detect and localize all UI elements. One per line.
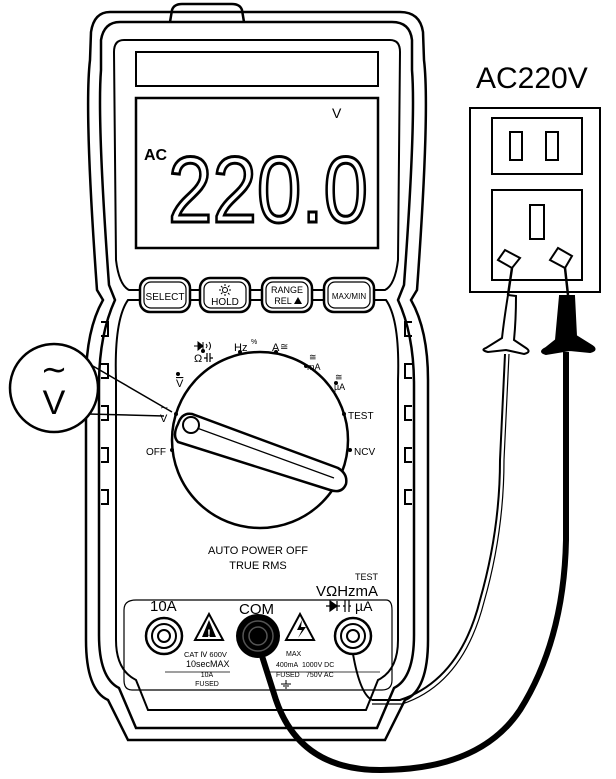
ua-acdc-icon: ≅ — [335, 373, 343, 383]
warning-icon: ! — [193, 611, 225, 641]
dial-label-off: OFF — [146, 447, 166, 458]
dial-label-vac: V — [160, 413, 168, 425]
dial-label-hz-percent: % — [251, 339, 257, 346]
dial-label-ncv: NCV — [354, 447, 375, 458]
max-750v-ac-label: 750V AC — [306, 672, 334, 679]
terminal-label-10a: 10A — [150, 598, 177, 615]
knob-indicator — [182, 416, 200, 434]
wall-outlet — [469, 107, 601, 293]
jack-vohm[interactable] — [333, 616, 373, 656]
fuse-10a-label: 10A — [201, 672, 214, 679]
select-button-label: SELECT — [146, 292, 185, 303]
lcd-reading: 220.0 — [168, 137, 368, 242]
high-voltage-icon — [284, 611, 316, 641]
lcd-mode-label: AC — [144, 147, 168, 164]
svg-text:!: ! — [207, 628, 211, 640]
delta-icon — [294, 297, 302, 304]
true-rms-label: TRUE RMS — [229, 560, 286, 572]
dial-label-hz: Hz — [234, 342, 247, 354]
backlight-icon — [219, 284, 231, 296]
fused-label-left: FUSED — [195, 681, 219, 688]
dial-knob[interactable] — [173, 412, 348, 493]
black-probe-lead — [259, 267, 596, 774]
source-label: AC220V — [476, 62, 588, 95]
dial-label-ua: µA — [334, 382, 345, 392]
button-row: SELECT HOLD RANGE REL MAX/MIN — [138, 276, 376, 314]
terminal-labels: 10A COM TEST VΩHzmA µA CAT Ⅳ 600V 10secM… — [150, 572, 380, 689]
terminal-label-com: COM — [239, 601, 274, 618]
dial-label-ohm: Ω — [194, 353, 202, 365]
fuse-400ma-label: 400mA — [276, 662, 299, 669]
hold-button-label: HOLD — [211, 297, 239, 308]
terminal-panel — [123, 599, 393, 691]
red-probe-lead — [352, 267, 530, 705]
max-label: MAX — [286, 651, 302, 658]
callout-tilde-icon: ~ — [41, 350, 68, 388]
max-min-button-label: MAX/MIN — [332, 292, 366, 301]
fused-label-right: FUSED — [276, 672, 300, 679]
vac-tilde-icon: ~ — [160, 403, 168, 414]
max-min-button[interactable]: MAX/MIN — [322, 276, 376, 314]
rel-button-label: REL — [274, 296, 292, 306]
auto-power-off-label: AUTO POWER OFF — [208, 545, 308, 557]
select-button[interactable]: SELECT — [138, 276, 192, 314]
callout-symbol: V — [43, 384, 66, 422]
jack-10a[interactable] — [144, 616, 184, 656]
range-callout: ~ V — [8, 342, 173, 434]
jack-com[interactable] — [236, 614, 280, 658]
max-1000v-dc-label: 1000V DC — [302, 662, 334, 669]
dial-labels: Ω Hz % A ≅ ≅ mA ≅ µA TEST NCV V V ~ OFF — [146, 339, 375, 458]
max-time-label: 10secMAX — [186, 659, 230, 669]
capacitor-icon — [204, 353, 213, 362]
cat-rating-label: CAT Ⅳ 600V — [184, 650, 227, 659]
terminal-label-vohm: VΩHzmA — [316, 583, 378, 600]
lcd-display: AC V 220.0 — [134, 96, 380, 250]
dial-label-amp: A — [272, 342, 280, 354]
dial-label-test: TEST — [348, 411, 374, 422]
dial-label-vdc: V — [176, 378, 184, 390]
range-button-label: RANGE — [271, 285, 303, 295]
ground-icon — [281, 680, 291, 689]
terminal-diode-icon — [326, 599, 351, 613]
rotary-dial[interactable]: Ω Hz % A ≅ ≅ mA ≅ µA TEST NCV V V ~ OFF — [146, 339, 375, 530]
ma-acdc-icon: ≅ — [309, 353, 317, 363]
hold-button[interactable]: HOLD — [198, 276, 252, 314]
terminal-label-test: TEST — [355, 572, 379, 582]
multimeter — [84, 2, 430, 742]
diode-continuity-icon — [194, 340, 211, 352]
lcd-unit-label: V — [332, 105, 342, 121]
dial-position-dots — [170, 349, 352, 452]
amp-acdc-icon: ≅ — [280, 342, 288, 353]
dial-label-ma: mA — [307, 362, 321, 372]
label-window — [135, 51, 379, 87]
terminal-label-ua: µA — [355, 598, 373, 614]
range-rel-button[interactable]: RANGE REL — [260, 276, 314, 314]
